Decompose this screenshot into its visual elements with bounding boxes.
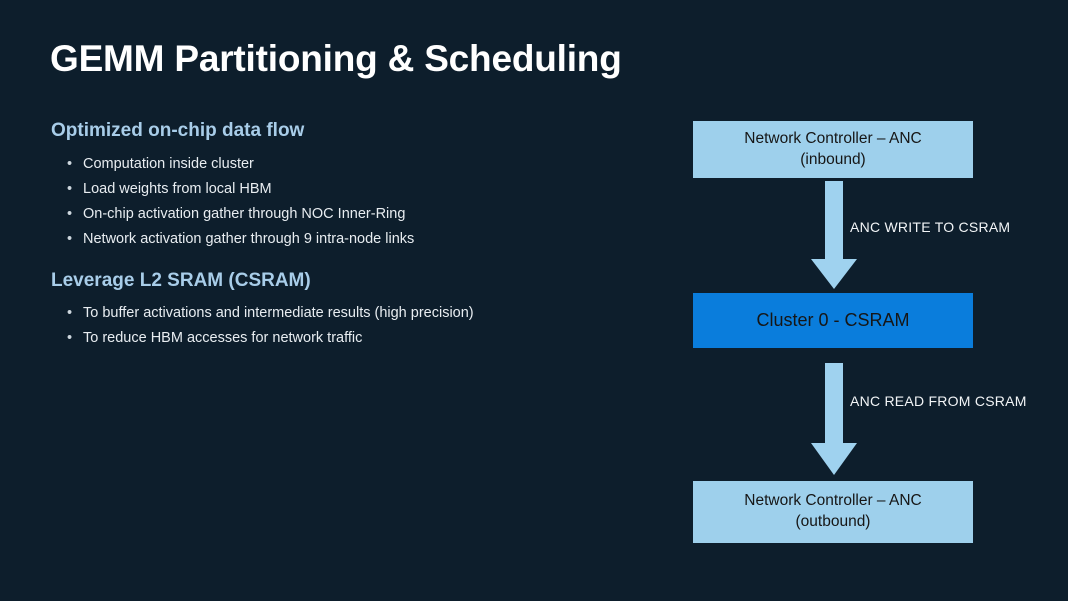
bullet-dot-icon: • bbox=[67, 205, 73, 222]
section-leverage-l2-sram: Leverage L2 SRAM (CSRAM) • To buffer act… bbox=[51, 270, 651, 352]
down-arrow-icon bbox=[811, 181, 857, 289]
bullet-dot-icon: • bbox=[67, 180, 73, 197]
bullet-dot-icon: • bbox=[67, 155, 73, 172]
bullet-list: • To buffer activations and intermediate… bbox=[51, 301, 651, 351]
section-optimized-data-flow: Optimized on-chip data flow • Computatio… bbox=[51, 120, 651, 252]
node-label: Network Controller – ANC (outbound) bbox=[744, 491, 921, 533]
node-label: Network Controller – ANC (inbound) bbox=[744, 129, 921, 171]
page-title: GEMM Partitioning & Scheduling bbox=[50, 38, 622, 79]
down-arrow-icon bbox=[811, 363, 857, 475]
node-label-line1: Network Controller – ANC bbox=[744, 129, 922, 147]
list-item-label: Network activation gather through 9 intr… bbox=[83, 230, 415, 247]
list-item: • Computation inside cluster bbox=[51, 152, 651, 177]
list-item: • To buffer activations and intermediate… bbox=[51, 301, 651, 326]
node-label-line1: Network Controller – ANC bbox=[744, 492, 922, 510]
arrow-label-anc-write: ANC WRITE TO CSRAM bbox=[850, 219, 1011, 235]
content-column: Optimized on-chip data flow • Computatio… bbox=[51, 120, 651, 369]
bullet-dot-icon: • bbox=[67, 305, 73, 322]
list-item-label: To buffer activations and intermediate r… bbox=[83, 305, 474, 322]
bullet-dot-icon: • bbox=[67, 330, 73, 347]
list-item: • To reduce HBM accesses for network tra… bbox=[51, 326, 651, 351]
list-item-label: Load weights from local HBM bbox=[83, 180, 272, 197]
list-item: • Network activation gather through 9 in… bbox=[51, 227, 651, 252]
diagram-node-anc-inbound[interactable]: Network Controller – ANC (inbound) bbox=[693, 121, 973, 178]
section-heading: Leverage L2 SRAM (CSRAM) bbox=[51, 269, 311, 291]
bullet-list: • Computation inside cluster • Load weig… bbox=[51, 152, 651, 252]
node-label-line1: Cluster 0 - CSRAM bbox=[756, 310, 910, 331]
node-label: Cluster 0 - CSRAM bbox=[756, 308, 909, 332]
section-heading: Optimized on-chip data flow bbox=[51, 120, 305, 141]
list-item-label: To reduce HBM accesses for network traff… bbox=[83, 330, 363, 347]
list-item-label: Computation inside cluster bbox=[83, 155, 254, 172]
list-item: • Load weights from local HBM bbox=[51, 177, 651, 202]
diagram-node-anc-outbound[interactable]: Network Controller – ANC (outbound) bbox=[693, 481, 973, 543]
list-item: • On-chip activation gather through NOC … bbox=[51, 202, 651, 227]
dataflow-diagram: Network Controller – ANC (inbound) ANC W… bbox=[693, 121, 1033, 543]
arrow-label-anc-read: ANC READ FROM CSRAM bbox=[850, 393, 1027, 409]
list-item-label: On-chip activation gather through NOC In… bbox=[83, 205, 406, 222]
diagram-node-cluster0-csram[interactable]: Cluster 0 - CSRAM bbox=[693, 293, 973, 348]
node-label-line2: (inbound) bbox=[800, 150, 866, 168]
node-label-line2: (outbound) bbox=[795, 513, 871, 530]
bullet-dot-icon: • bbox=[67, 230, 73, 247]
